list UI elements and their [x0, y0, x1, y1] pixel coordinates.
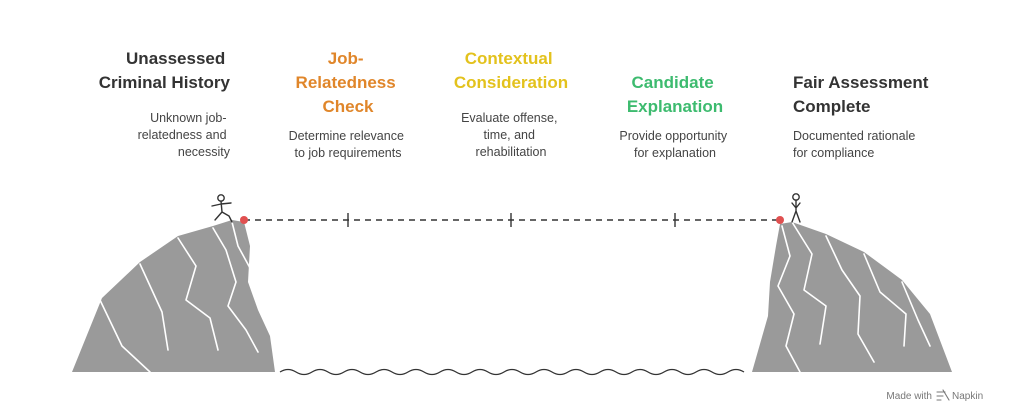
step-2-desc-line: to job requirements [294, 146, 401, 160]
step-1-desc-line: necessity [178, 145, 231, 159]
step-3-title-line: Contextual [465, 49, 553, 68]
step-2-title-line: Check [322, 97, 374, 116]
step-2-description: Determine relevance to job requirements [289, 129, 408, 160]
standing-person-icon [791, 193, 801, 223]
step-2: Job- Relatedness Check Determine relevan… [289, 49, 408, 160]
step-1-desc-line: relatedness and [138, 128, 227, 142]
start-endpoint [240, 216, 248, 224]
step-4-title: Candidate Explanation [627, 73, 723, 116]
step-2-title-line: Relatedness [296, 73, 396, 92]
step-5-title-line: Complete [793, 97, 870, 116]
made-with-napkin: Made with Napkin [886, 389, 983, 402]
napkin-brand-label: Napkin [952, 391, 983, 402]
step-3-desc-line: time, and [484, 128, 535, 142]
step-1: Unassessed Criminal History Unknown job-… [99, 49, 231, 159]
step-4-description: Provide opportunity for explanation [619, 129, 730, 160]
step-4-desc-line: Provide opportunity [619, 129, 727, 143]
step-2-title: Job- Relatedness Check [296, 49, 401, 116]
step-3-desc-line: Evaluate offense, [461, 111, 557, 125]
step-4-title-line: Explanation [627, 97, 723, 116]
step-2-desc-line: Determine relevance [289, 129, 404, 143]
step-4: Candidate Explanation Provide opportunit… [619, 73, 730, 160]
step-3: Contextual Consideration Evaluate offens… [454, 49, 568, 159]
step-3-title-line: Consideration [454, 73, 568, 92]
step-1-title-line: Unassessed [126, 49, 225, 68]
made-with-label: Made with [886, 391, 932, 402]
end-endpoint [776, 216, 784, 224]
progress-track [240, 213, 784, 227]
balancing-person-icon [211, 194, 233, 223]
napkin-icon [936, 389, 950, 401]
step-3-description: Evaluate offense, time, and rehabilitati… [461, 111, 561, 159]
step-5-desc-line: Documented rationale [793, 129, 915, 143]
step-5: Fair Assessment Complete Documented rati… [793, 73, 933, 160]
step-3-desc-line: rehabilitation [476, 145, 547, 159]
step-3-title: Contextual Consideration [454, 49, 568, 92]
step-1-title: Unassessed Criminal History [99, 49, 231, 92]
left-cliff [72, 220, 275, 373]
step-5-title-line: Fair Assessment [793, 73, 929, 92]
step-1-title-line: Criminal History [99, 73, 231, 92]
water-waves [279, 368, 745, 376]
step-5-desc-line: for compliance [793, 146, 874, 160]
right-cliff [752, 221, 952, 373]
step-4-title-line: Candidate [632, 73, 714, 92]
step-1-desc-line: Unknown job- [150, 111, 226, 125]
step-1-description: Unknown job- relatedness and necessity [138, 111, 231, 159]
step-5-title: Fair Assessment Complete [793, 73, 933, 116]
step-4-desc-line: for explanation [634, 146, 716, 160]
step-2-title-line: Job- [328, 49, 364, 68]
step-5-description: Documented rationale for compliance [793, 129, 919, 160]
